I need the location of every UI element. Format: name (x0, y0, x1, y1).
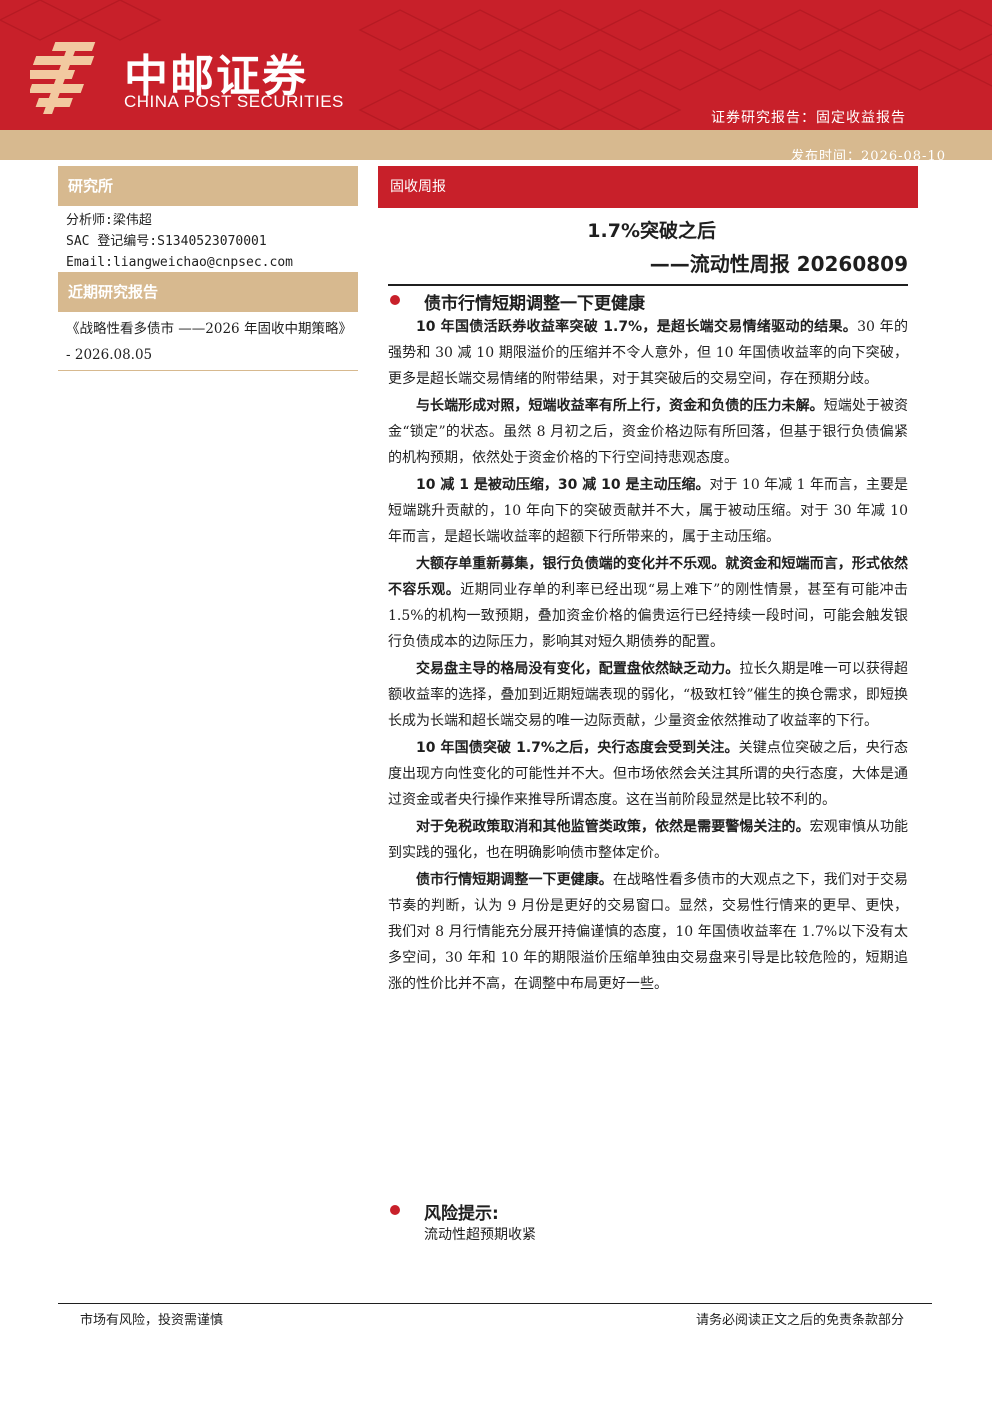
report-body: 10 年国债活跃券收益率突破 1.7%，是超长端交易情绪驱动的结果。30 年的强… (388, 314, 908, 998)
paragraph: 10 减 1 是被动压缩，30 减 10 是主动压缩。对于 10 年减 1 年而… (388, 477, 908, 545)
risk-text: 流动性超预期收紧 (424, 1227, 536, 1243)
sac-number: SAC 登记编号:S1340523070001 (66, 234, 267, 249)
paragraph: 10 年国债活跃券收益率突破 1.7%，是超长端交易情绪驱动的结果。30 年的强… (388, 319, 908, 387)
analyst-name: 分析师:梁伟超 (66, 213, 152, 228)
paragraph: 债市行情短期调整一下更健康。在战略性看多债市的大观点之下，我们对于交易节奏的判断… (388, 872, 909, 992)
china-post-logo-icon (30, 42, 96, 114)
report-title: 1.7%突破之后 (587, 220, 716, 242)
header-pattern (0, 0, 992, 130)
section-bullet-icon (390, 295, 400, 305)
institute-label: 研究所 (58, 166, 358, 206)
analyst-email[interactable]: Email:liangweichao@cnpsec.com (66, 255, 293, 270)
report-subtitle: ——流动性周报 20260809 (649, 252, 908, 276)
report-type: 证券研究报告：固定收益报告 (711, 110, 906, 126)
publish-date: 发布时间：2026-08-10 (791, 149, 946, 164)
recent-reports-label: 近期研究报告 (58, 272, 358, 312)
report-category: 固收周报 (378, 166, 918, 208)
paragraph: 与长端形成对照，短端收益率有所上行，资金和负债的压力未解。短端处于被资金“锁定”… (388, 398, 909, 466)
paragraph: 大额存单重新募集，银行负债端的变化并不乐观。就资金和短端而言，形式依然不容乐观。… (388, 556, 908, 650)
risk-title: 风险提示: (424, 1204, 499, 1224)
recent-report-link[interactable]: 《战略性看多债市 ——2026 年固收中期策略》 - 2026.08.05 (66, 321, 352, 363)
paragraph: 10 年国债突破 1.7%之后，央行态度会受到关注。关键点位突破之后，央行态度出… (388, 740, 909, 808)
risk-bullet-icon (390, 1205, 400, 1215)
footer-divider (58, 1303, 932, 1304)
page-header: 中邮证券 CHINA POST SECURITIES 证券研究报告：固定收益报告 (0, 0, 992, 130)
section-title: 债市行情短期调整一下更健康 (424, 294, 645, 314)
title-divider (388, 284, 908, 286)
header-sub-band (0, 130, 992, 160)
footer-disclaimer-left: 市场有风险，投资需谨慎 (80, 1313, 224, 1328)
brand-name-cn: 中邮证券 (124, 51, 308, 102)
paragraph: 交易盘主导的格局没有变化，配置盘依然缺乏动力。拉长久期是唯一可以获得超额收益率的… (388, 661, 909, 729)
paragraph: 对于免税政策取消和其他监管类政策，依然是需要警惕关注的。宏观审慎从功能到实践的强… (388, 819, 909, 861)
footer-disclaimer-right: 请务必阅读正文之后的免责条款部分 (695, 1313, 904, 1328)
brand-name-en: CHINA POST SECURITIES (124, 92, 344, 111)
sidebar-divider (58, 370, 358, 371)
